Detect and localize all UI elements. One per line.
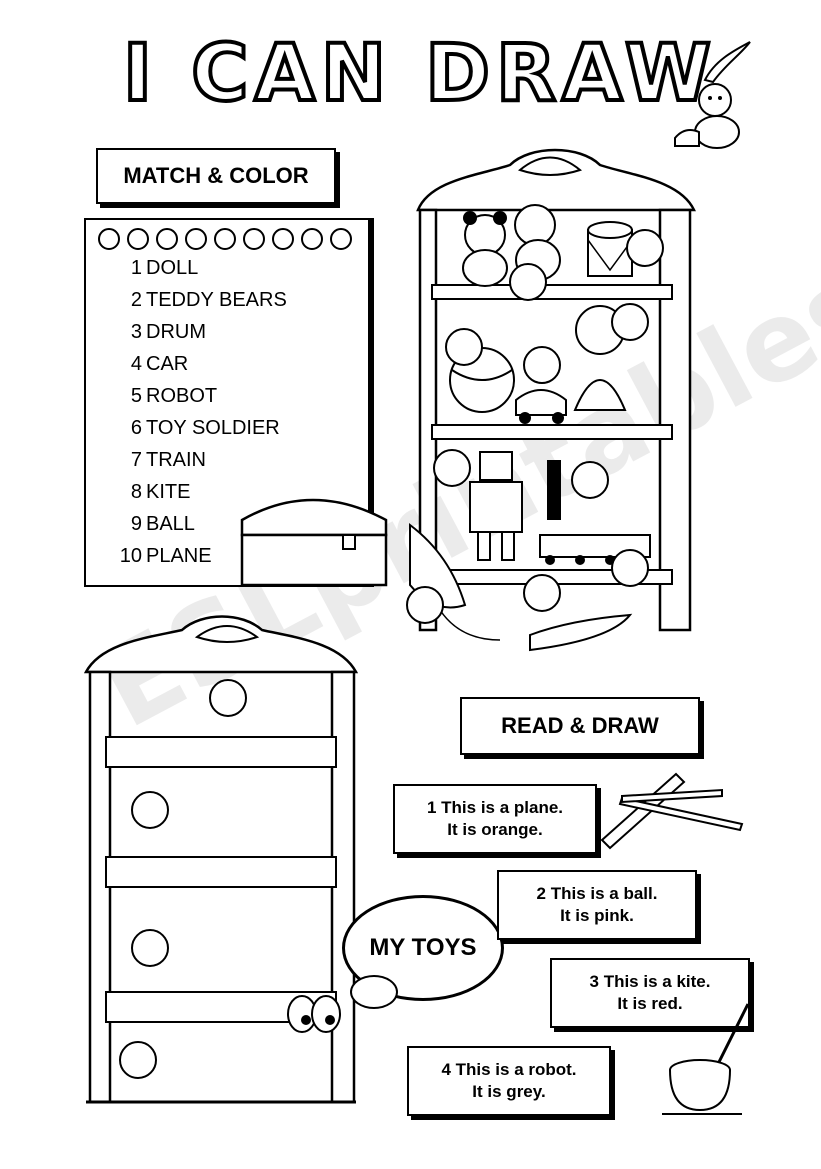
sentence-box-1: 1 This is a plane. It is orange. — [393, 784, 597, 854]
drum-icon — [587, 221, 633, 277]
kite-plane-icons — [406, 522, 633, 652]
sentence-box-3: 3 This is a kite. It is red. — [550, 958, 750, 1028]
answer-circles-empty — [119, 679, 247, 1079]
toy-chest-icon — [240, 498, 388, 587]
bubble-tail — [350, 975, 398, 1009]
answer-circles — [433, 229, 664, 587]
sentence-box-4: 4 This is a robot. It is grey. — [407, 1046, 611, 1116]
cartoon-eyes-icon — [287, 995, 341, 1033]
toy-shelf-filled — [416, 148, 696, 632]
my-toys-bubble: MY TOYS — [342, 895, 504, 1001]
notepad-rings — [98, 228, 352, 250]
pencils-icon — [600, 772, 744, 850]
teddy-bear-icon — [462, 204, 561, 287]
empty-toy-shelf — [83, 615, 359, 1104]
toy-soldier-icon — [547, 460, 561, 520]
cherub-quill-icon — [674, 41, 751, 149]
match-color-heading: MATCH & COLOR — [96, 148, 336, 204]
page-title-graphic: I CAN DRAW — [121, 27, 713, 121]
sentence-box-2: 2 This is a ball. It is pink. — [497, 870, 697, 940]
robot-icon — [469, 451, 523, 561]
paint-pot-icon — [662, 1003, 750, 1115]
page-title: I CAN DRAW — [123, 29, 717, 119]
car-icon — [515, 389, 567, 424]
read-draw-heading: READ & DRAW — [460, 697, 700, 755]
